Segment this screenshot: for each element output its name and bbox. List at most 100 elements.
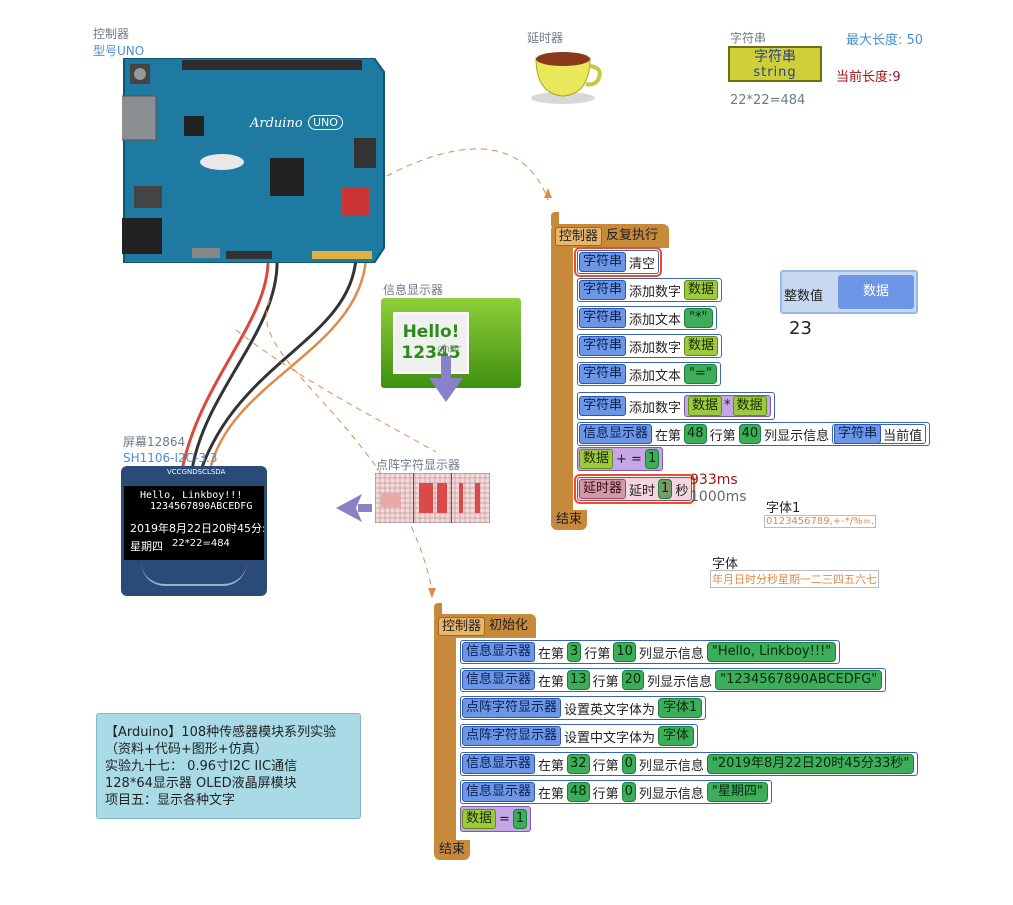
str-current-value[interactable]: 字符串 当前值 [832,424,927,444]
init-spine [434,636,456,840]
loop-str-add-text-star[interactable]: 字符串 添加文本 "*" [577,306,717,330]
timer-module[interactable] [530,46,604,106]
chip-string: 字符串 [579,364,627,384]
chip-dot-matrix: 点阵字符显示器 [462,726,562,746]
loop-str-clear[interactable]: 字符串 清空 [573,247,663,277]
num-one[interactable]: 1 [644,449,660,469]
init-data-assign[interactable]: 数据 = 1 [460,806,532,832]
delay-measured: 933ms [690,472,738,488]
teacup-icon [531,52,602,104]
str-value[interactable]: "2019年8月22日20时45分33秒" [706,754,915,774]
loop-hat-tab [551,212,559,226]
num-col[interactable]: 10 [613,642,636,662]
chip-info-display: 信息显示器 [579,424,653,444]
string-max-length: 最大长度: 50 [846,33,924,48]
down-arrow-icon [429,356,463,402]
init-hat[interactable]: 控制器 初始化 [434,614,536,638]
string-module-icon[interactable]: 字符串 string [728,46,822,82]
str-star[interactable]: "*" [684,308,713,328]
oled-module[interactable]: VCCGNDSCLSDA Hello, Linkboy!!! 123456789… [121,466,267,596]
var-data[interactable]: 数据 [579,449,614,469]
loop-display-show[interactable]: 信息显示器 在第 48 行第 40 列显示信息 字符串 当前值 [577,422,931,446]
op-multiply[interactable]: 数据 * 数据 [684,395,771,417]
label-at: 在第 [538,646,565,662]
num-row[interactable]: 32 [567,754,590,774]
label-at: 在第 [538,758,565,774]
loop-hat-controller: 控制器 [555,226,603,246]
label-set-cn-font: 设置中文字体为 [564,730,656,746]
description-line-3: 实验九十七： 0.96寸I2C IIC通信 [105,759,298,774]
font1-name: 字体1 [766,501,801,516]
controller-name: 控制器 [93,27,130,41]
chip-timer: 延时器 [579,479,627,499]
num-row[interactable]: 48 [567,782,590,802]
var-data[interactable]: 数据 [732,396,767,416]
label-current: 当前值 [883,428,923,444]
label-clear: 清空 [629,256,656,272]
font-ref-cn[interactable]: 字体 [658,726,695,746]
dot-matrix-name: 点阵字符显示器 [376,458,461,472]
num-row[interactable]: 48 [684,424,707,444]
label-row: 行第 [584,646,611,662]
loop-end[interactable]: 结束 [551,510,588,530]
loop-delay[interactable]: 延时器 延时 1 秒 [573,474,696,504]
op-assign: = [499,811,510,827]
num-col[interactable]: 40 [738,424,762,444]
chip-info-display: 信息显示器 [462,642,536,662]
description-line-4: 128*64显示器 OLED液晶屏模块 [105,776,297,791]
init-hat-controller: 控制器 [438,616,486,636]
font2-sample[interactable]: 年月日时分秒星期一二三四五六七 [710,570,879,588]
init-display-weekday[interactable]: 信息显示器 在第 48 行第 0 列显示信息 "星期四" [460,780,772,804]
str-value[interactable]: "1234567890ABCEDFG" [715,670,883,690]
loop-str-add-num-product[interactable]: 字符串 添加数字 数据 * 数据 [577,392,775,420]
loop-str-add-num-1[interactable]: 字符串 添加数字 数据 [577,278,723,302]
label-col: 列显示信息 [638,786,704,802]
init-dot-set-cn-font[interactable]: 点阵字符显示器 设置中文字体为 字体 [460,724,699,748]
label-row: 行第 [592,674,619,690]
arduino-board[interactable]: Arduino UNO [91,57,386,264]
var-data[interactable]: 数据 [462,809,497,829]
num-col[interactable]: 0 [621,754,636,774]
int-var-value: 23 [789,318,812,339]
font1-sample[interactable]: 0123456789,+-*/%=. [764,515,877,528]
num-row[interactable]: 13 [567,670,590,690]
loop-str-add-num-2[interactable]: 字符串 添加数字 数据 [577,334,723,358]
var-data[interactable]: 数据 [688,396,723,416]
label-at: 在第 [655,428,682,444]
chip-info-display: 信息显示器 [462,754,536,774]
str-value[interactable]: "Hello, Linkboy!!!" [706,642,837,662]
str-eq[interactable]: "=" [684,364,717,384]
init-display-digits[interactable]: 信息显示器 在第 13 行第 20 列显示信息 "1234567890ABCED… [460,668,887,692]
chip-info-display: 信息显示器 [462,670,536,690]
label-col: 列显示信息 [764,428,830,444]
controller-model: 型号UNO [93,44,145,58]
init-end[interactable]: 结束 [434,840,471,860]
info-display-module[interactable]: Hello! 12345 char [381,298,521,402]
init-dot-set-en-font[interactable]: 点阵字符显示器 设置英文字体为 字体1 [460,696,707,720]
int-var-label: 整数值 [784,289,824,304]
chip-string: 字符串 [579,280,627,300]
font-ref-en[interactable]: 字体1 [658,698,703,718]
font2-name: 字体 [712,557,739,572]
num-row[interactable]: 3 [567,642,582,662]
int-var-block[interactable]: 整数值 数据 [780,270,918,314]
label-col: 列显示信息 [638,758,704,774]
screen-model: SH1106-I2C-3.3 [123,451,218,465]
num-one[interactable]: 1 [512,809,528,829]
label-seconds: 秒 [675,483,689,499]
loop-data-increment[interactable]: 数据 + = 1 [577,447,664,471]
str-value[interactable]: "星期四" [706,782,768,802]
num-col[interactable]: 20 [621,670,645,690]
init-display-hello[interactable]: 信息显示器 在第 3 行第 10 列显示信息 "Hello, Linkboy!!… [460,640,841,664]
init-display-date[interactable]: 信息显示器 在第 32 行第 0 列显示信息 "2019年8月22日20时45分… [460,752,919,776]
num-delay[interactable]: 1 [658,479,673,499]
loop-str-add-text-eq[interactable]: 字符串 添加文本 "=" [577,362,721,386]
dot-matrix-module[interactable] [374,472,491,524]
chip-string: 字符串 [579,396,627,416]
var-data[interactable]: 数据 [684,336,719,356]
op-plus-eq: + = [616,451,642,467]
loop-hat[interactable]: 控制器 反复执行 [551,224,669,248]
num-col[interactable]: 0 [621,782,636,802]
var-data[interactable]: 数据 [684,280,719,300]
op-times: * [724,398,731,413]
